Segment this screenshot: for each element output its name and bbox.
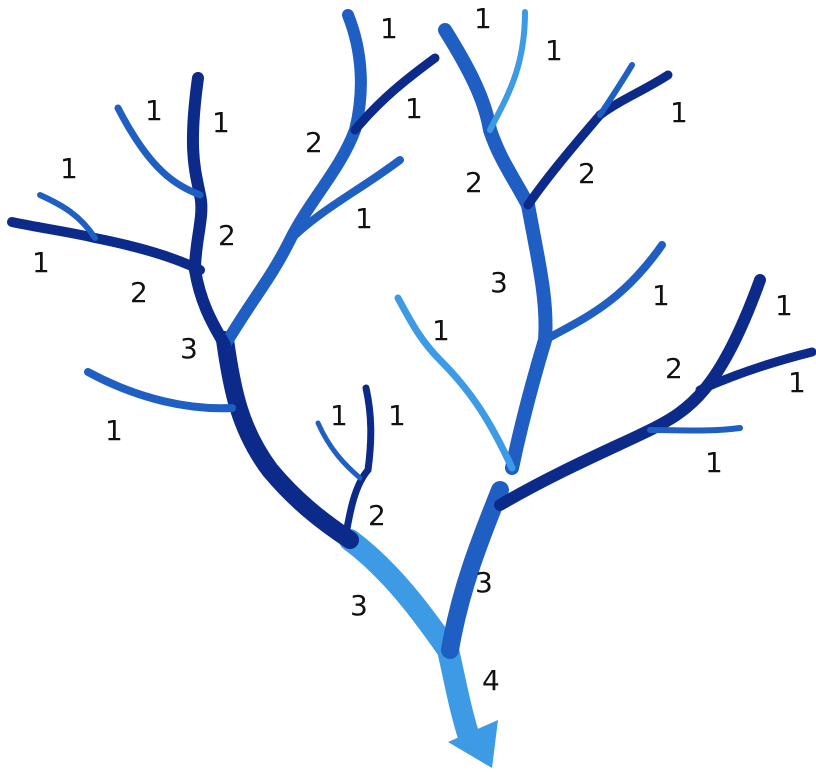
branch-segment-3 [219,9,367,351]
order-label-12: 1 [775,289,793,322]
order-label-14: 1 [105,414,123,447]
order-label-17: 1 [705,446,723,479]
branch-segment-12 [315,420,363,481]
order-label-22: 2 [465,166,483,199]
flow-arrowhead [448,720,498,768]
branch-segment-9 [37,192,98,241]
branch-segment-10 [84,368,236,413]
order-label-8: 1 [32,246,50,279]
order-label-2: 1 [545,34,563,67]
order-label-9: 1 [355,202,373,235]
order-label-10: 1 [652,279,670,312]
order-label-16: 1 [388,399,406,432]
order-label-20: 2 [218,219,236,252]
order-label-4: 1 [670,96,688,129]
branch-segment-18 [394,294,516,472]
order-label-25: 2 [368,499,386,532]
river-branches [7,9,816,751]
order-label-19: 2 [305,126,323,159]
order-label-15: 1 [330,399,348,432]
branch-segment-1 [441,481,509,659]
branch-segment-11 [341,384,375,544]
order-label-24: 2 [665,352,683,385]
branch-segment-6 [186,72,231,351]
branch-segment-14 [487,9,528,133]
order-label-7: 1 [60,152,78,185]
order-label-28: 3 [475,566,493,599]
order-label-27: 3 [490,266,508,299]
branch-segment-13 [438,23,553,475]
branch-segment-15 [523,70,673,210]
order-label-29: 3 [350,589,368,622]
branch-segment-4 [350,53,440,135]
order-label-21: 2 [130,276,148,309]
order-label-1: 1 [474,2,492,35]
order-label-23: 2 [578,157,596,190]
branch-segment-2 [216,331,359,549]
branch-segment-17 [541,241,666,344]
order-label-11: 1 [432,314,450,347]
order-label-5: 1 [145,94,163,127]
order-label-6: 1 [212,106,230,139]
branch-segment-20 [695,347,816,395]
order-label-13: 1 [788,366,806,399]
order-label-26: 3 [180,332,198,365]
branch-segment-21 [647,425,743,434]
branch-segment-5 [286,156,404,244]
branch-segment-16 [597,62,635,118]
order-label-0: 1 [380,12,398,45]
branch-segment-7 [114,104,204,199]
order-label-30: 4 [482,664,500,697]
order-label-3: 1 [405,92,423,125]
